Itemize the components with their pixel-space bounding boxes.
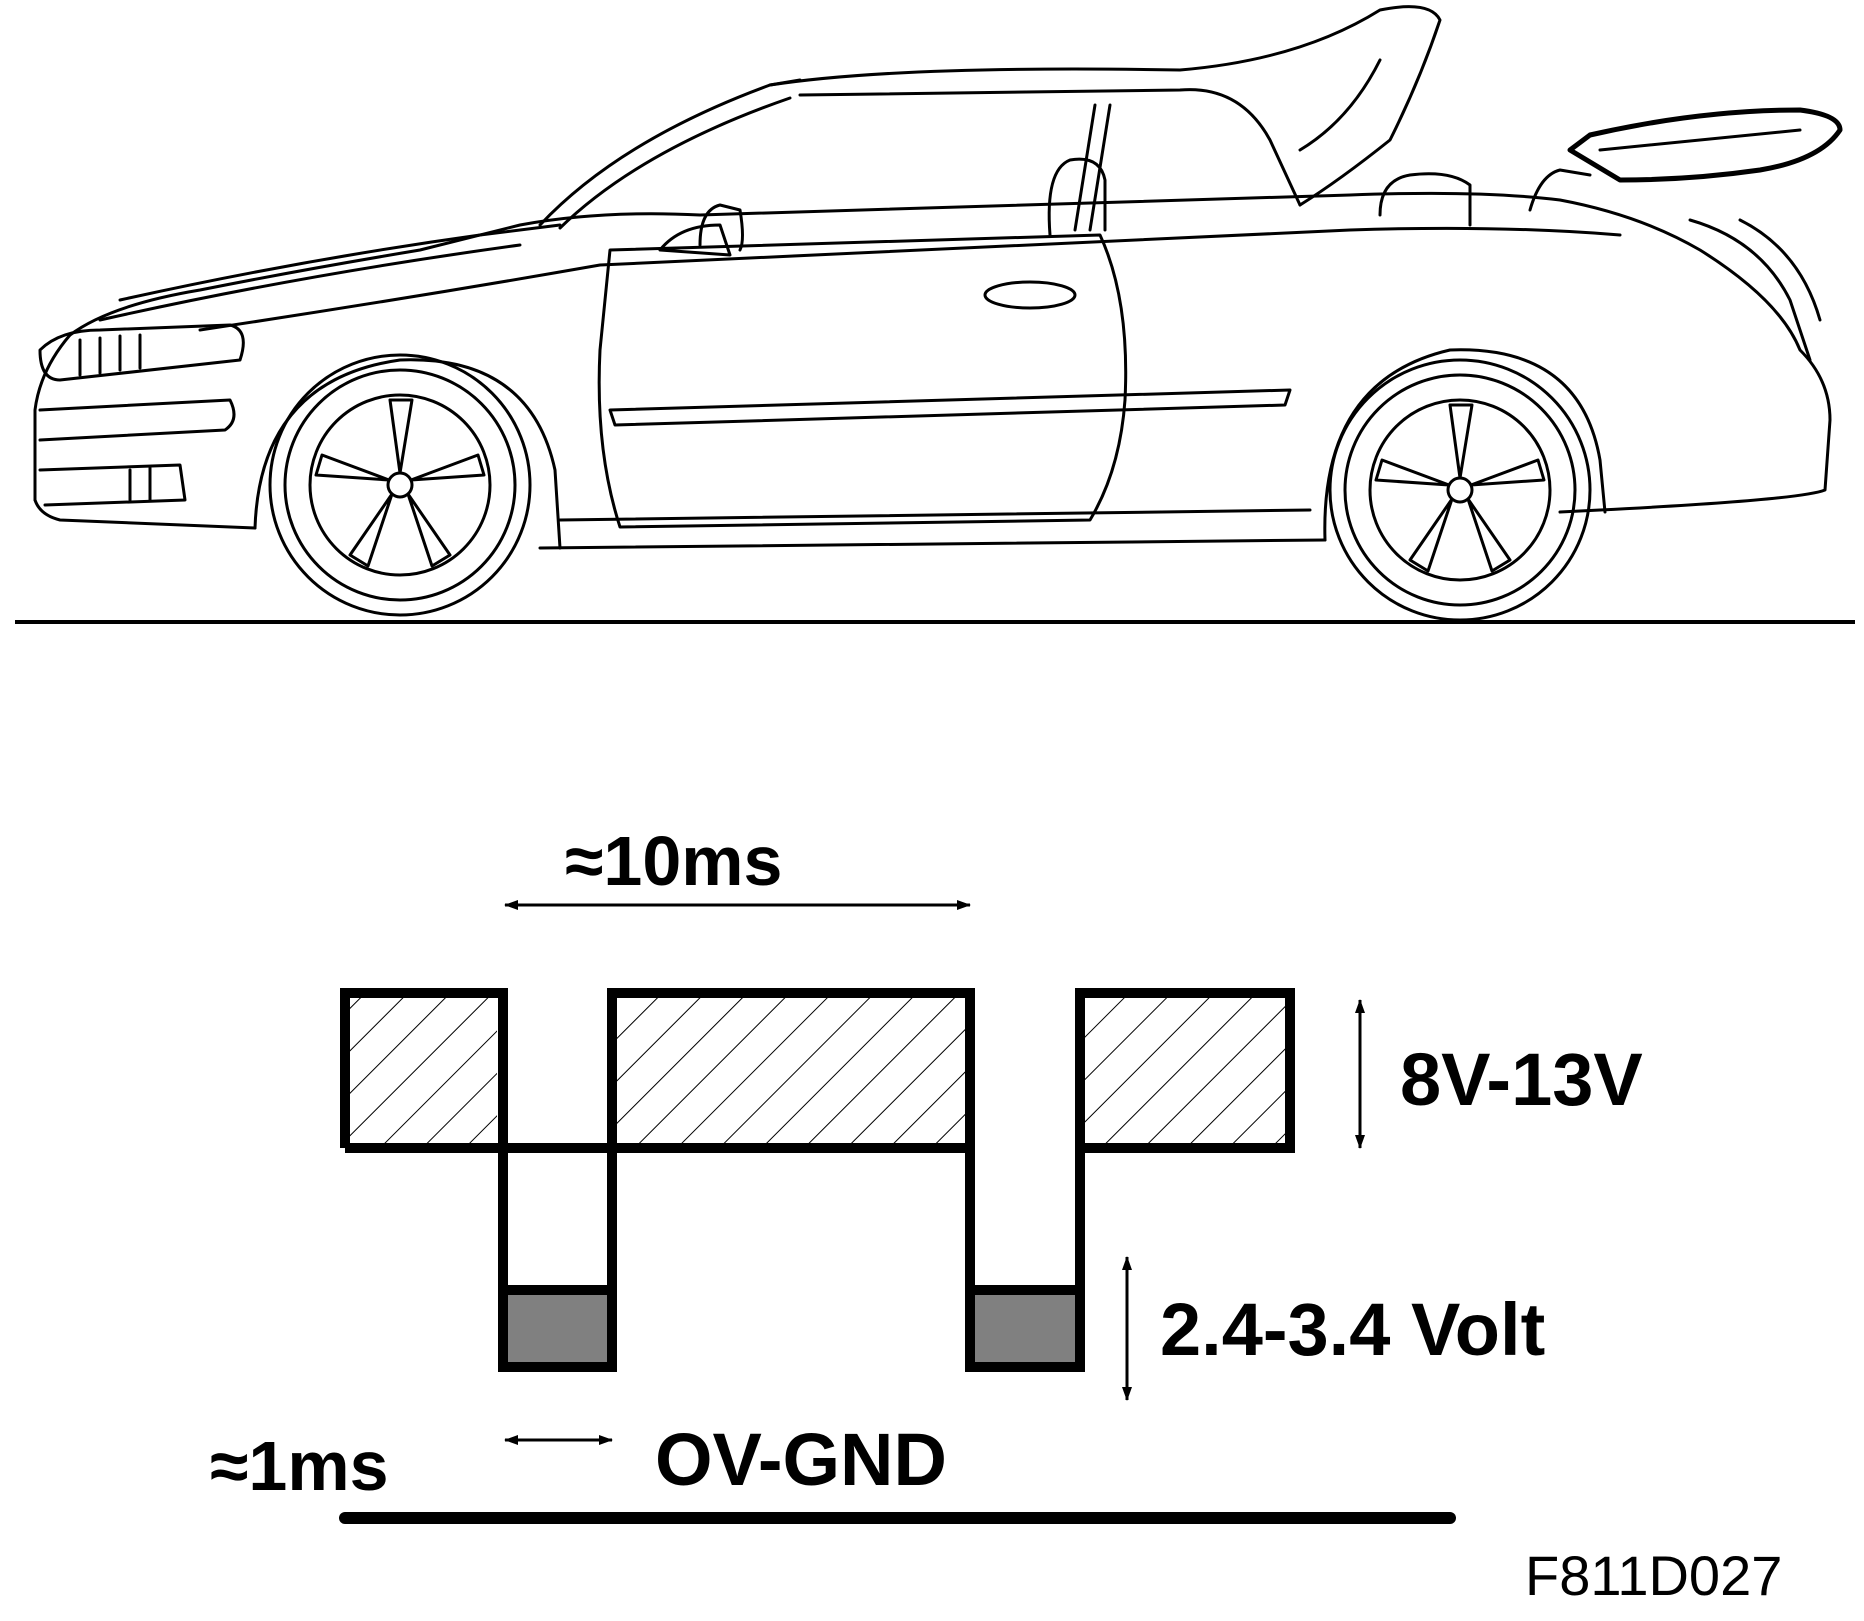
pulse-width-label: ≈1ms — [210, 1427, 389, 1505]
ground-label: OV-GND — [655, 1418, 947, 1501]
figure-id: F811D027 — [1525, 1544, 1782, 1607]
low-level-block-1 — [505, 1290, 610, 1367]
car-icon — [33, 5, 1843, 622]
high-level-block-2 — [615, 993, 965, 1148]
signal-waveform — [339, 988, 1456, 1524]
rear-wheel-icon — [1328, 358, 1592, 622]
low-level-block-2 — [973, 1290, 1078, 1367]
high-level-label: 8V-13V — [1400, 1038, 1643, 1121]
period-label: ≈10ms — [565, 822, 782, 900]
front-wheel-icon — [268, 353, 532, 617]
low-level-label: 2.4-3.4 Volt — [1160, 1288, 1545, 1371]
high-level-block-1 — [345, 993, 497, 1148]
high-level-block-3 — [1085, 993, 1290, 1148]
